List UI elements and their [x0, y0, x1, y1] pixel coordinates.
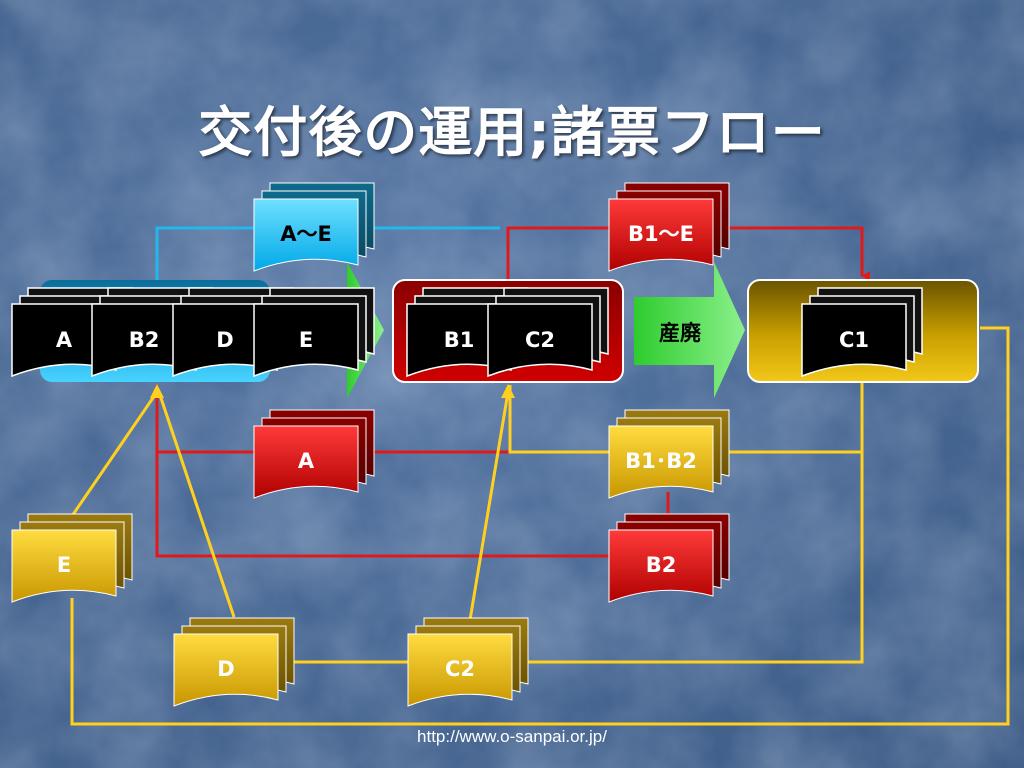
stack-label-a-red: A [298, 449, 315, 473]
doc-label-e: E [299, 328, 313, 352]
doc-label-d: D [216, 328, 233, 352]
stack-label-c2-yellow: C2 [445, 657, 475, 681]
doc-label-a: A [56, 328, 73, 352]
doc-label-b1: B1 [444, 328, 475, 352]
stack-label-b1-b2: B1･B2 [625, 449, 697, 473]
disposal-arrow-label: 産廃 [659, 321, 702, 345]
disposal-arrow: 産廃 [634, 262, 745, 398]
stack-label-d-yellow: D [217, 657, 234, 681]
doc-label-c2: C2 [525, 328, 555, 352]
group-b-docs: B1 C2 [406, 287, 609, 378]
doc-stack-b2-red: B2 [608, 513, 730, 603]
stack-label-b2-red: B2 [646, 553, 677, 577]
doc-stack-c1: C1 [801, 287, 923, 378]
connector-lines [70, 226, 1010, 726]
stack-label-e-yellow: E [57, 553, 71, 577]
doc-stack-c2: C2 [487, 287, 609, 378]
stack-label-b1-to-e: B1～E [628, 222, 694, 246]
doc-stack-b1-to-e: B1～E [608, 182, 730, 272]
group-a-docs: A B2 D E [11, 287, 375, 378]
doc-stack-a-to-e: A～E [253, 182, 375, 272]
doc-label-c1: C1 [839, 328, 869, 352]
stack-label-a-to-e: A～E [280, 222, 332, 246]
doc-label-b2: B2 [129, 328, 160, 352]
doc-stack-d-yellow: D [173, 617, 295, 707]
doc-stack-c2-yellow: C2 [407, 617, 529, 707]
doc-stack-e: E [253, 287, 375, 378]
slide-title: 交付後の運用;諸票フロー [198, 101, 826, 164]
doc-stack-e-yellow: E [11, 513, 133, 603]
doc-stack-a-red: A [253, 409, 375, 499]
footer-url[interactable]: http://www.o-sanpai.or.jp/ [417, 727, 607, 746]
doc-stack-b1-b2: B1･B2 [608, 409, 730, 499]
